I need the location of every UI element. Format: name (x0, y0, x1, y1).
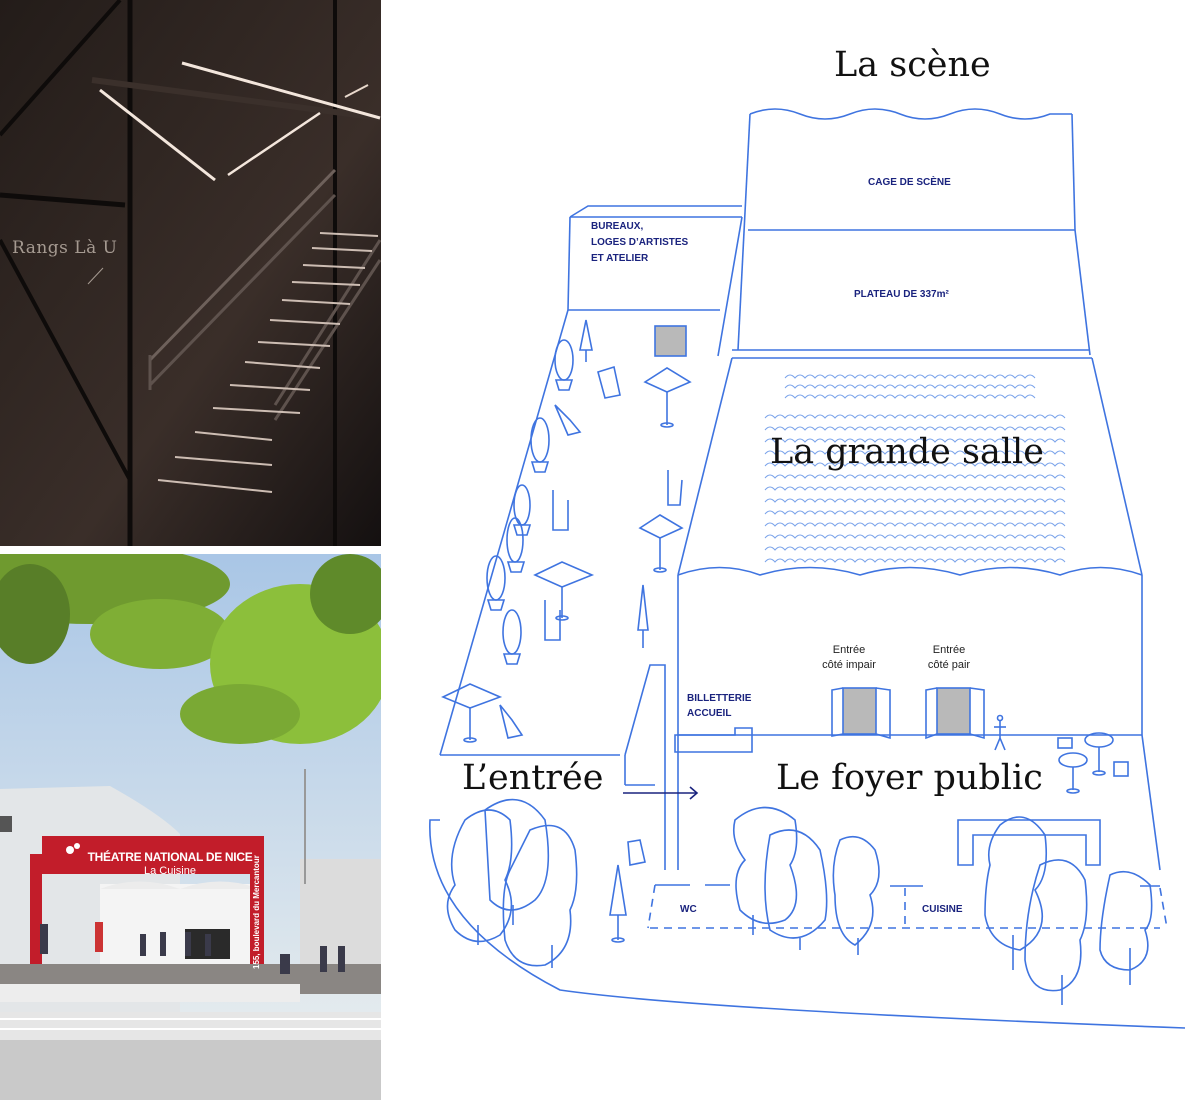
label-entree-pair-line2: côté pair (927, 659, 971, 671)
title-la-scene: La scène (834, 45, 991, 85)
umbrellas (441, 319, 692, 943)
label-plateau: PLATEAU DE 337m² (854, 289, 949, 300)
deck-chairs (499, 365, 683, 866)
label-bureaux-line1: BUREAUX, (591, 221, 644, 232)
staircase-illustration (0, 0, 381, 546)
ticket-desk (674, 727, 753, 753)
cafe-tables (1057, 732, 1129, 794)
label-entree-impair-line2: côté impair (822, 659, 876, 671)
theatre-sign-subtitle: La Cuisine (144, 865, 196, 877)
label-cage-de-scene: CAGE DE SCÈNE (868, 177, 951, 188)
person-figure (994, 714, 1006, 751)
label-billetterie-line2: ACCUEIL (687, 708, 732, 719)
entrance-arrow-icon (623, 786, 699, 800)
foyer-bench (957, 819, 1101, 866)
theatre-entrance-illustration (0, 554, 381, 1100)
terrace (439, 309, 666, 870)
hall-doors (831, 687, 985, 740)
theatre-sign-address: 155, boulevard du Mercantour (252, 855, 261, 969)
photo-theatre-entrance: THÉATRE NATIONAL DE NICE La Cuisine 155,… (0, 554, 381, 1100)
seating-rows (764, 374, 1066, 563)
theatre-sign-title: THÉATRE NATIONAL DE NICE (87, 850, 253, 864)
title-foyer-public: Le foyer public (776, 758, 1043, 798)
title-grande-salle: La grande salle (770, 432, 1044, 472)
label-entree-impair-line1: Entrée (832, 644, 866, 656)
main-hall-walls (677, 357, 1161, 871)
potted-plants (486, 339, 574, 665)
stage-tower (732, 108, 1092, 359)
trees (446, 798, 1153, 1005)
photo-staircase: Rangs Là U (0, 0, 381, 546)
label-wc: WC (680, 904, 697, 915)
title-entree: L’entrée (462, 758, 604, 798)
label-cuisine: CUISINE (922, 904, 963, 915)
floor-plan-drawing (429, 108, 1186, 1029)
wc-cuisine-outline (647, 884, 1168, 929)
label-billetterie-line1: BILLETTERIE (687, 693, 752, 704)
wall-caption: Rangs Là U (12, 238, 118, 258)
theatre-floor-plan: La scène La grande salle L’entrée Le foy… (384, 0, 1200, 1100)
offices-block (567, 205, 743, 357)
label-bureaux-line2: LOGES D’ARTISTES (591, 237, 689, 248)
label-bureaux-line3: ET ATELIER (591, 253, 649, 264)
label-entree-pair-line1: Entrée (932, 644, 966, 656)
